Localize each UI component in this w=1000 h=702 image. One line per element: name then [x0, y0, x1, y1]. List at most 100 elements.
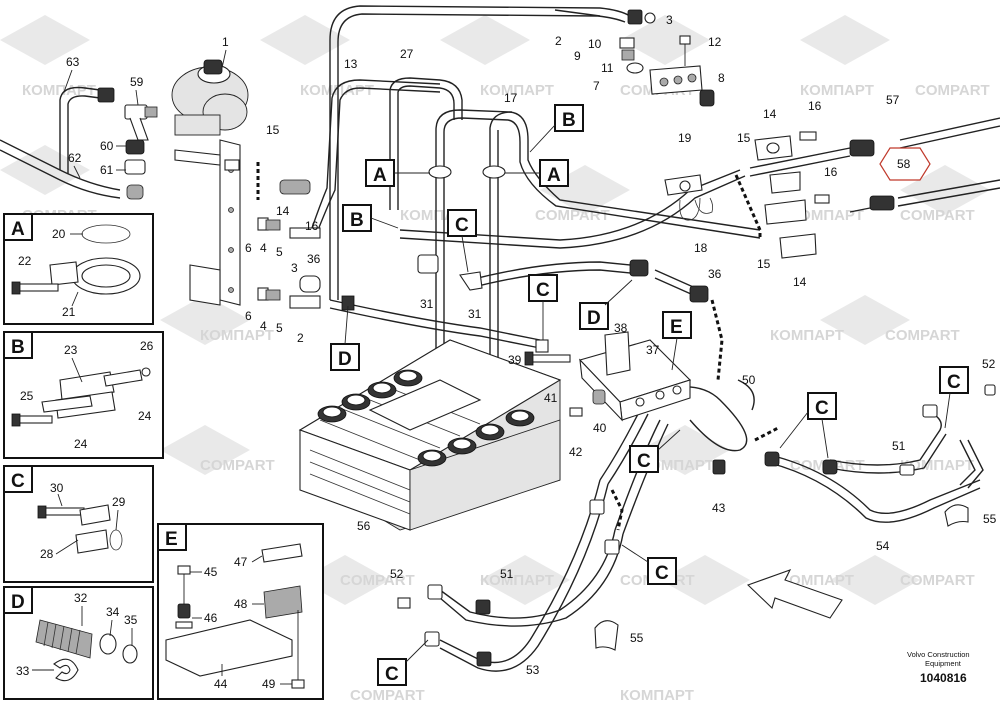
part-label: 4 — [260, 241, 267, 255]
watermark-latin-6: COMPART — [885, 327, 960, 344]
part-label: 51 — [500, 567, 514, 581]
watermark-layer: КОМПАРТ КОМПАРТ КОМПАРТ COMPART КОМПАРТ … — [0, 15, 990, 702]
part-label: 9 — [574, 49, 581, 63]
watermark-logo-11 — [160, 425, 250, 475]
part-label: 55 — [983, 512, 997, 526]
callout-A-left: A — [365, 159, 430, 187]
part-label: 2 — [297, 331, 304, 345]
svg-text:C: C — [815, 398, 829, 419]
nut-40 — [592, 389, 606, 405]
watermark-cyr-6: КОМПАРТ — [790, 207, 864, 224]
svg-text:46: 46 — [204, 611, 218, 625]
svg-text:C: C — [947, 372, 961, 393]
part-label: 31 — [420, 297, 434, 311]
dashed-leaders — [256, 162, 779, 531]
part-label: 6 — [245, 241, 252, 255]
sensor-43 — [712, 459, 726, 475]
watermark-logo-15 — [660, 555, 750, 605]
hose-fitting-58 — [869, 195, 895, 211]
part-label: 56 — [357, 519, 371, 533]
fitting-3-top — [627, 9, 656, 25]
svg-text:20: 20 — [52, 227, 66, 241]
svg-text:D: D — [338, 349, 352, 370]
watermark-latin-5: COMPART — [900, 207, 975, 224]
watermark-logo-2 — [260, 15, 350, 65]
part-label: 52 — [390, 567, 404, 581]
callout-A-right: A — [505, 159, 569, 187]
callout-B-mid: B — [342, 204, 399, 232]
callout-D-2: D — [579, 279, 633, 330]
part-label: 15 — [737, 131, 751, 145]
part-label: 5 — [276, 245, 283, 259]
svg-text:23: 23 — [64, 343, 78, 357]
pipe-group-bottom — [439, 379, 984, 672]
svg-text:D: D — [587, 308, 601, 329]
part-label: 51 — [892, 439, 906, 453]
part-label: 58 — [897, 157, 911, 171]
svg-text:28: 28 — [40, 547, 54, 561]
gasket-A-2 — [482, 165, 506, 179]
part-label: 7 — [593, 79, 600, 93]
callout-C-7: C — [377, 639, 429, 686]
svg-text:24: 24 — [74, 437, 88, 451]
callout-D-1: D — [330, 305, 360, 371]
svg-text:45: 45 — [204, 565, 218, 579]
detail-panel-B: B 23 26 25 24 24 — [3, 331, 164, 459]
part-label: 8 — [718, 71, 725, 85]
watermark-cyr-12: КОМПАРТ — [480, 572, 554, 589]
clip-55-right — [944, 504, 969, 527]
detail-panel-E: E 47 45 48 46 44 49 — [157, 523, 324, 700]
part-label: 1 — [222, 35, 229, 49]
fitting-row-lower — [257, 275, 355, 311]
watermark-logo-3 — [440, 15, 530, 65]
part-label: 36 — [307, 252, 321, 266]
part-label: 38 — [614, 321, 628, 335]
part-label: 14 — [763, 107, 777, 121]
clip-55-lower — [594, 620, 619, 651]
fitting-11 — [626, 62, 644, 74]
fitting-36-right — [689, 285, 709, 303]
cylinder-heads — [317, 369, 535, 467]
watermark-cyr-3: КОМПАРТ — [480, 82, 554, 99]
bolt-39 — [524, 351, 571, 366]
svg-text:24: 24 — [138, 409, 152, 423]
part-label: 40 — [593, 421, 607, 435]
part-label: 10 — [588, 37, 602, 51]
svg-text:22: 22 — [18, 254, 32, 268]
svg-text:E: E — [165, 529, 178, 550]
svg-text:C: C — [11, 471, 25, 492]
watermark-logo-14 — [480, 555, 570, 605]
detail-panel-A: A 20 22 21 — [3, 213, 154, 325]
watermark-latin-9: COMPART — [340, 572, 415, 589]
gasket-A-1 — [428, 165, 452, 179]
svg-text:B: B — [11, 337, 25, 358]
part-label: 52 — [982, 357, 996, 371]
part-label: 61 — [100, 163, 114, 177]
part-label: 11 — [601, 61, 614, 75]
callout-C-4: C — [939, 366, 969, 429]
fitting-41b — [535, 339, 549, 353]
fitting-10 — [619, 37, 635, 49]
part-label: 3 — [666, 13, 673, 27]
footer: Volvo Construction Equipment 1040816 — [907, 650, 970, 685]
turbocharger — [171, 59, 249, 136]
part-label: 17 — [504, 91, 518, 105]
part-label: 43 — [712, 501, 726, 515]
part-label: 14 — [276, 204, 290, 218]
drawing-number: 1040816 — [920, 671, 967, 685]
watermark-logo-16 — [830, 555, 920, 605]
callout-E-main: E — [662, 311, 692, 371]
fitting-60 — [125, 139, 145, 155]
part-label: 15 — [266, 123, 280, 137]
svg-text:32: 32 — [74, 591, 88, 605]
watermark-cyr-14: КОМПАРТ — [620, 687, 694, 702]
svg-text:C: C — [455, 215, 469, 236]
watermark-logo-4 — [620, 15, 710, 65]
part-label: 39 — [508, 353, 522, 367]
callout-C-3: C — [779, 392, 837, 459]
part-label: 42 — [569, 445, 583, 459]
svg-text:C: C — [637, 451, 651, 472]
fitting-63 — [97, 87, 115, 103]
valve-block-37 — [578, 339, 692, 422]
